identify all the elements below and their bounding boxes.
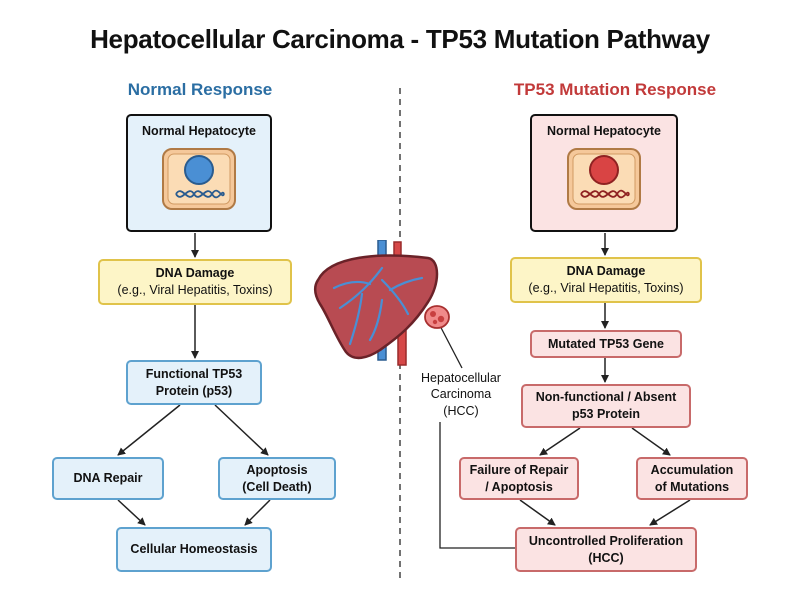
arrow-failure-to-prolif [519,499,556,526]
normal-dna-damage-box: DNA Damage (e.g., Viral Hepatitis, Toxin… [98,259,292,305]
functional-tp53-line2: Protein (p53) [155,383,233,398]
mutation-dna-damage-box: DNA Damage (e.g., Viral Hepatitis, Toxin… [510,257,702,303]
arrow-protein-to-repair [117,404,181,456]
arrow-accum-to-prolif [649,499,691,526]
accumulation-line2: of Mutations [654,479,730,494]
mutated-tp53-gene-label: Mutated TP53 Gene [548,336,664,351]
arrow-protein-to-failure [539,427,581,456]
normal-dna-damage-sub: (e.g., Viral Hepatitis, Toxins) [117,283,273,297]
arrow-protein-to-accum [631,427,671,456]
normal-hepatocyte-label: Normal Hepatocyte [142,124,256,138]
normal-heading: Normal Response [127,80,273,99]
functional-tp53-box: Functional TP53 Protein (p53) [126,360,262,405]
hcc-label-line1: Hepatocellular [421,371,501,385]
hcc-label-line3: (HCC) [443,403,479,418]
accumulation-box: Accumulation of Mutations [636,457,748,500]
cellular-homeostasis-box: Cellular Homeostasis [116,527,272,572]
failure-repair-line2: / Apoptosis [485,479,553,494]
dna-repair-label: DNA Repair [73,471,143,486]
liver-body [314,254,439,360]
functional-tp53-line1: Functional TP53 [145,366,243,381]
mutation-dna-damage-title: DNA Damage [566,264,646,279]
nonfunctional-p53-box: Non-functional / Absent p53 Protein [521,384,691,428]
diagram-title: Hepatocellular Carcinoma - TP53 Mutation… [90,24,710,54]
dna-repair-box: DNA Repair [52,457,164,500]
hepatocyte-cell-icon [162,148,236,210]
arrow-repair-to-homeostasis [117,499,146,526]
nonfunctional-p53-line2: p53 Protein [571,407,641,421]
mutation-heading: TP53 Mutation Response [513,80,717,99]
hcc-label: Hepatocellular Carcinoma (HCC) [406,370,516,419]
uncontrolled-proliferation-line2: (HCC) [588,550,624,565]
mutation-dna-damage-sub: (e.g., Viral Hepatitis, Toxins) [528,281,684,295]
tumor-icon [424,305,450,329]
failure-repair-box: Failure of Repair / Apoptosis [459,457,579,500]
mutation-hepatocyte-box: Normal Hepatocyte [530,114,678,232]
liver-illustration [314,240,439,366]
nonfunctional-p53-line1: Non-functional / Absent [535,390,677,405]
failure-repair-line1: Failure of Repair [469,462,569,477]
uncontrolled-proliferation-line1: Uncontrolled Proliferation [528,533,684,548]
hcc-label-line2: Carcinoma [430,387,492,402]
apoptosis-line2: (Cell Death) [242,479,312,494]
apoptosis-line1: Apoptosis [246,462,308,477]
cellular-homeostasis-label: Cellular Homeostasis [130,542,258,557]
normal-hepatocyte-box: Normal Hepatocyte [126,114,272,232]
arrow-protein-to-apoptosis [214,404,269,456]
accumulation-line1: Accumulation [650,462,734,477]
mutated-tp53-gene-box: Mutated TP53 Gene [530,330,682,358]
apoptosis-box: Apoptosis (Cell Death) [218,457,336,500]
mutated-cell-icon [567,148,641,210]
normal-dna-damage-title: DNA Damage [155,266,235,281]
arrow-apoptosis-to-homeostasis [244,499,271,526]
mutation-hepatocyte-label: Normal Hepatocyte [547,124,661,138]
uncontrolled-proliferation-box: Uncontrolled Proliferation (HCC) [515,527,697,572]
